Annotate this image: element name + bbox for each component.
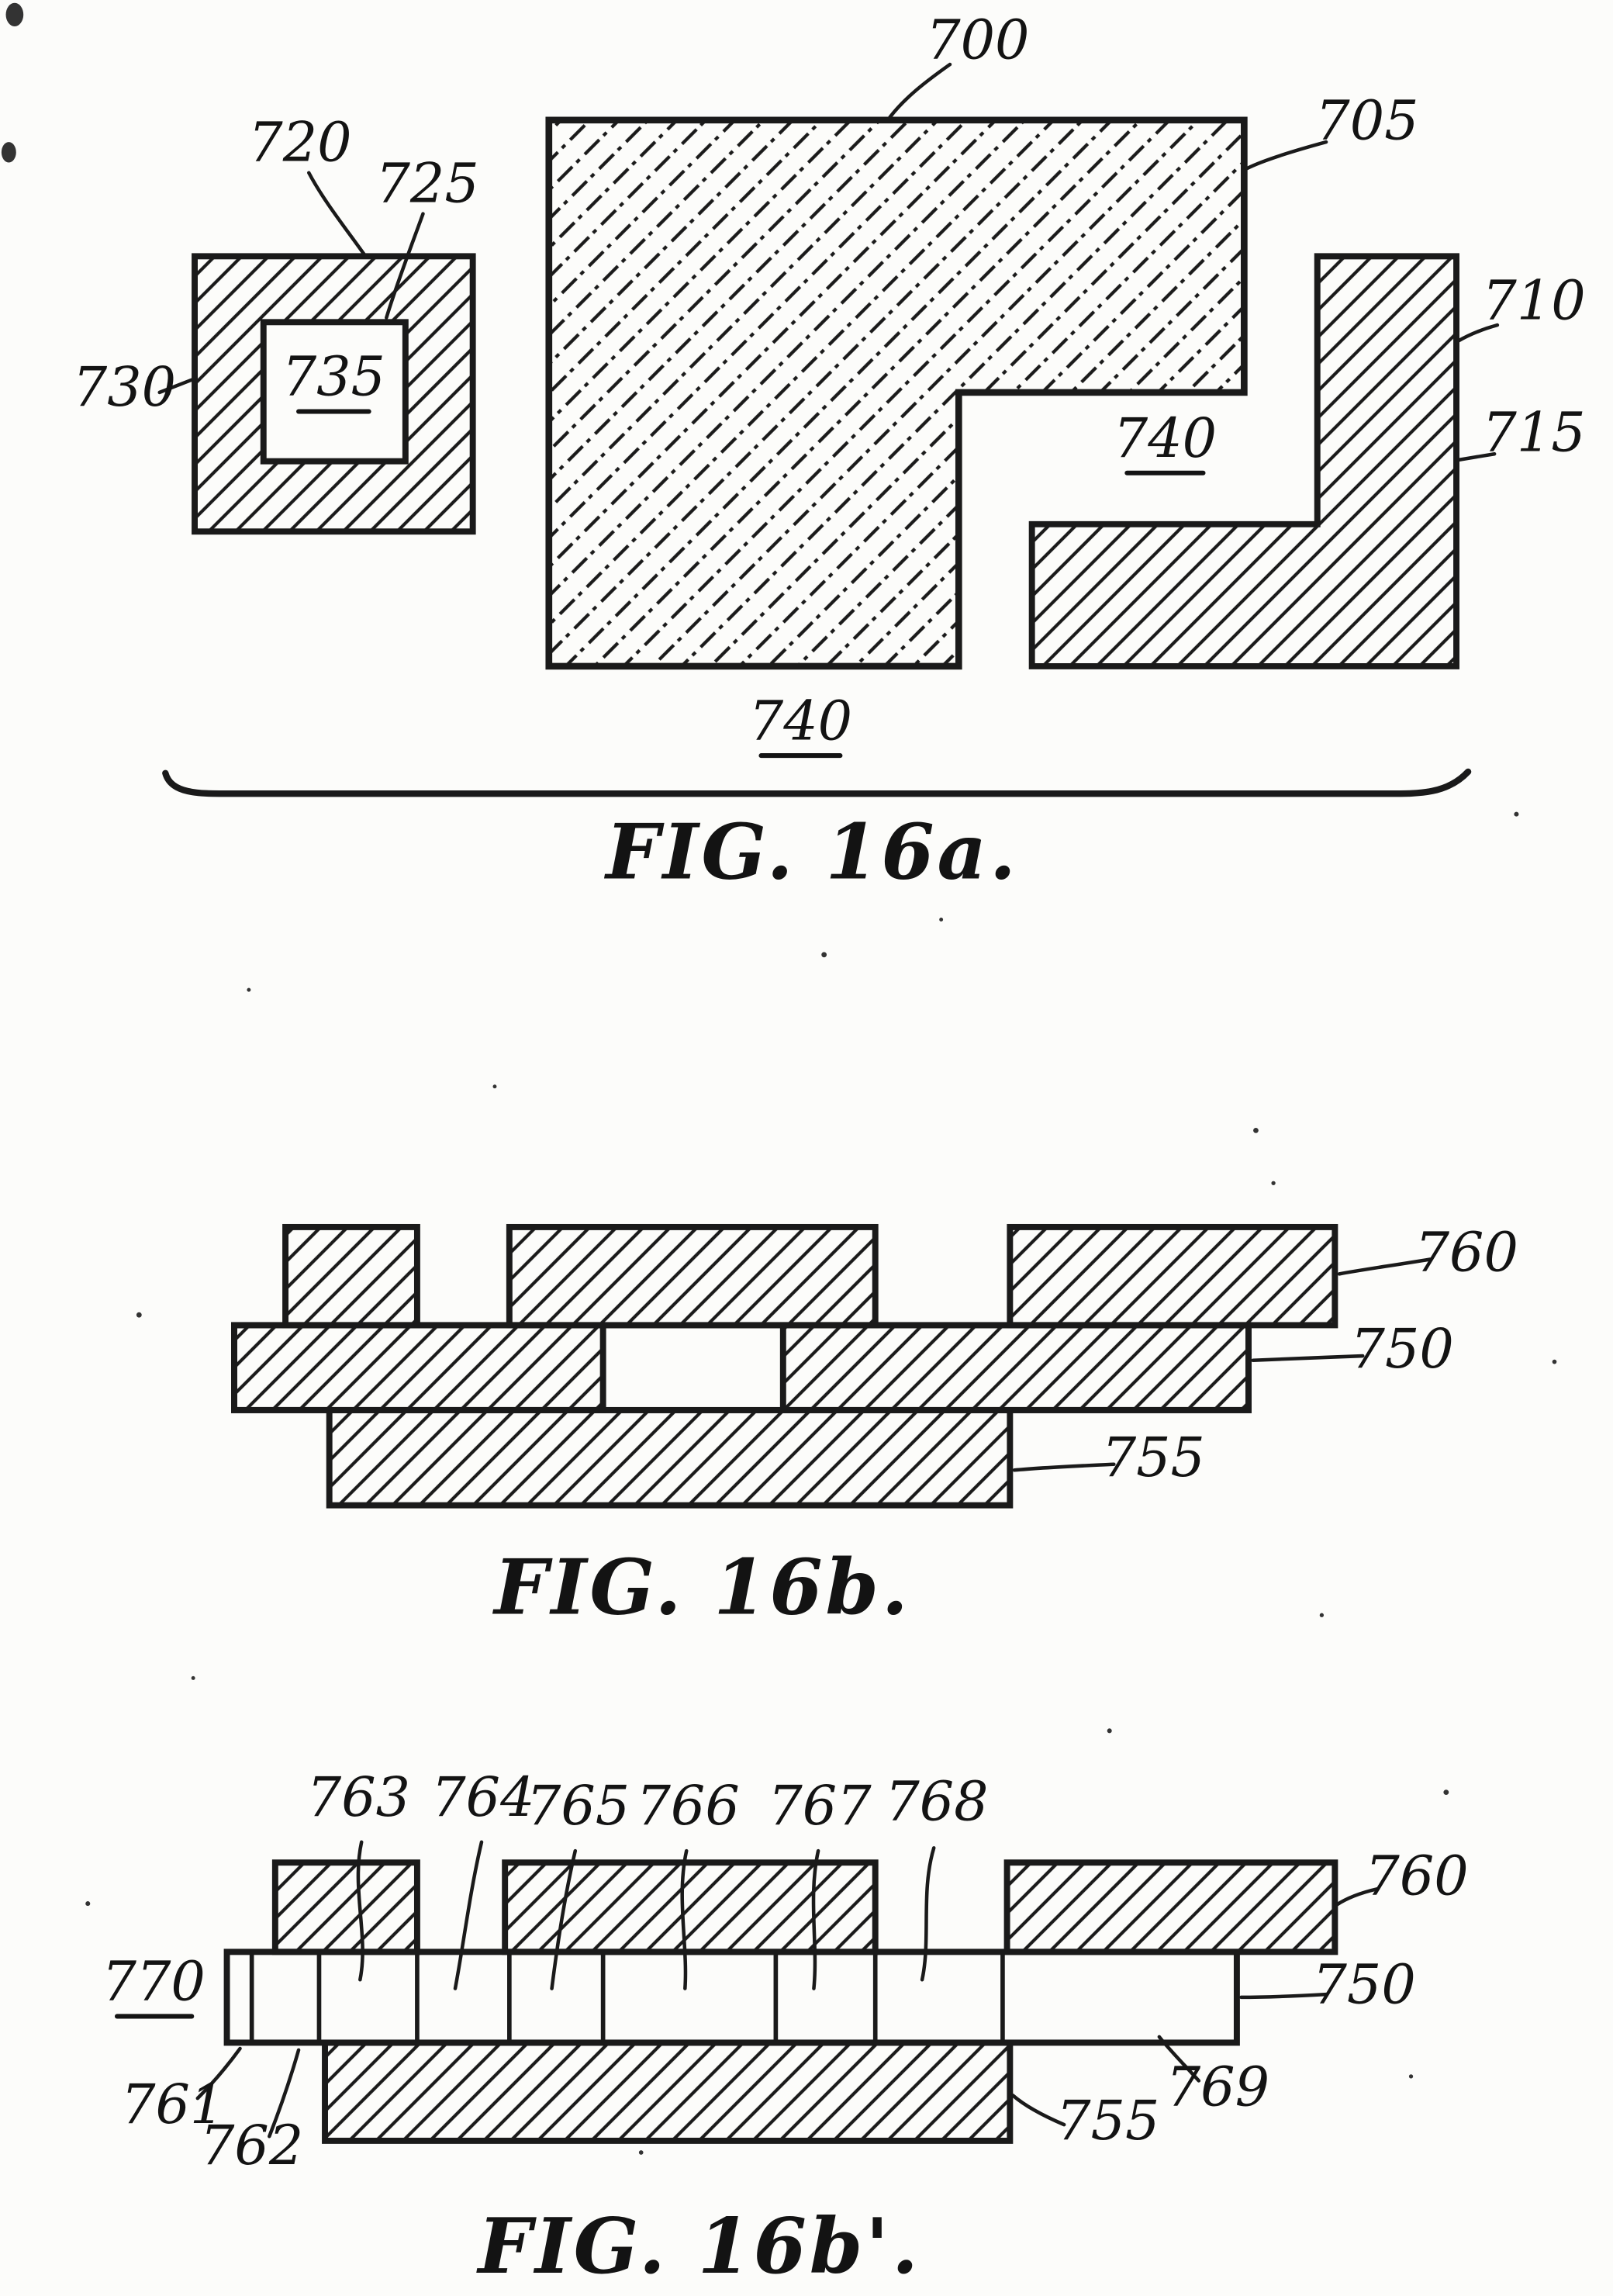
ref-label-740-bottom: 740 — [749, 690, 852, 752]
ref-label-760: 760 — [1415, 1222, 1518, 1285]
noise-dot — [1319, 1613, 1325, 1617]
noise-dot — [5, 2, 24, 26]
leader-715 — [1457, 451, 1497, 462]
block-760-right — [1007, 1223, 1338, 1329]
ref-label-770: 770 — [102, 1951, 206, 2014]
leader-725 — [385, 212, 425, 320]
fig-16b-prime: 763 764 765 766 767 768 770 760 750 769 … — [102, 1766, 1469, 2291]
noise-dot — [821, 952, 827, 958]
noise-dot — [939, 918, 944, 922]
ref-label-735: 735 — [282, 346, 385, 409]
leader-750 — [1251, 1354, 1365, 1362]
noise-dot — [85, 1901, 91, 1907]
fig-16b: 760 750 755 FIG. 16b. — [231, 1222, 1518, 1632]
ref-label-761: 761 — [121, 2073, 224, 2136]
noise-dot — [1443, 1789, 1449, 1796]
noise-dot — [638, 2150, 644, 2155]
ref-label-763: 763 — [307, 1766, 410, 1829]
layer-750-prime — [223, 1948, 1240, 2046]
noise-dot — [1552, 1359, 1557, 1364]
fig16b-caption: FIG. 16b. — [492, 1543, 911, 1632]
block-760-middle — [506, 1223, 879, 1329]
ref-label-725: 725 — [376, 153, 479, 216]
leader-760 — [1337, 1257, 1432, 1276]
ref-label-767: 767 — [768, 1775, 872, 1838]
ref-label-755: 755 — [1102, 1426, 1205, 1489]
noise-dot — [136, 1312, 142, 1318]
ref-label-764: 764 — [431, 1766, 534, 1829]
leader-750-prime — [1239, 1992, 1328, 2000]
ref-label-700: 700 — [926, 9, 1029, 72]
block-760p-right — [1003, 1859, 1338, 1955]
region-735-window — [260, 319, 409, 465]
region-710-715 — [1028, 253, 1460, 669]
leader-755-prime — [1010, 2094, 1066, 2127]
noise-dot — [492, 1084, 497, 1089]
leader-766 — [680, 1848, 689, 1990]
block-760-left — [282, 1223, 420, 1329]
ref-label-750-prime: 750 — [1312, 1953, 1415, 2016]
scan-noise — [1, 2, 1557, 2155]
leader-768 — [920, 1846, 936, 1982]
region-700 — [545, 116, 1248, 670]
leader-764 — [453, 1840, 484, 1990]
noise-dot — [1253, 1127, 1259, 1133]
leader-705 — [1245, 140, 1328, 171]
ref-label-715: 715 — [1482, 401, 1585, 464]
leader-710 — [1456, 323, 1500, 344]
ref-label-755-prime: 755 — [1056, 2090, 1159, 2152]
ref-label-769: 769 — [1166, 2056, 1269, 2119]
fig-16a: 700 705 720 725 730 735 710 715 740 740 … — [73, 9, 1586, 897]
noise-dot — [1271, 1181, 1276, 1185]
leader-760-prime — [1335, 1886, 1380, 1907]
leader-700 — [888, 62, 952, 119]
ref-label-720: 720 — [248, 112, 351, 175]
block-760p-left — [271, 1859, 420, 1955]
layer-750-left — [231, 1322, 606, 1413]
leader-765 — [550, 1848, 578, 1990]
noise-dot — [1408, 2074, 1414, 2079]
leader-730 — [157, 377, 195, 395]
fig16a-caption: FIG. 16a. — [603, 808, 1019, 897]
noise-dot — [247, 987, 251, 992]
block-760p-middle — [502, 1859, 879, 1955]
ref-label-705: 705 — [1315, 89, 1418, 152]
ref-label-760-prime: 760 — [1365, 1845, 1468, 1908]
leader-769 — [1157, 2035, 1201, 2083]
layer-755-prime — [322, 2039, 1014, 2144]
noise-dot — [1514, 811, 1519, 817]
ref-label-765: 765 — [527, 1775, 630, 1838]
noise-dot — [191, 1675, 195, 1680]
leader-767 — [811, 1848, 820, 1990]
segment-dividers-750 — [249, 1952, 1005, 2043]
ref-label-768: 768 — [885, 1770, 988, 1833]
ref-label-740-gap: 740 — [1114, 407, 1217, 470]
ref-label-766: 766 — [636, 1775, 739, 1838]
noise-dot — [1, 142, 16, 163]
layer-755 — [326, 1406, 1014, 1509]
ref-label-750: 750 — [1351, 1318, 1454, 1381]
ref-label-710: 710 — [1482, 270, 1585, 333]
ref-label-730: 730 — [73, 356, 176, 419]
layer-750-right — [779, 1322, 1252, 1413]
leader-763 — [356, 1840, 364, 1982]
leader-720 — [306, 171, 367, 257]
ref-label-762: 762 — [200, 2114, 303, 2177]
leader-762 — [268, 2048, 301, 2139]
noise-dot — [1107, 1728, 1112, 1734]
fig16a-underbrace — [162, 768, 1472, 797]
leader-755 — [1012, 1462, 1116, 1472]
leader-761 — [195, 2046, 242, 2101]
fig16bp-caption: FIG. 16b'. — [476, 2202, 921, 2291]
